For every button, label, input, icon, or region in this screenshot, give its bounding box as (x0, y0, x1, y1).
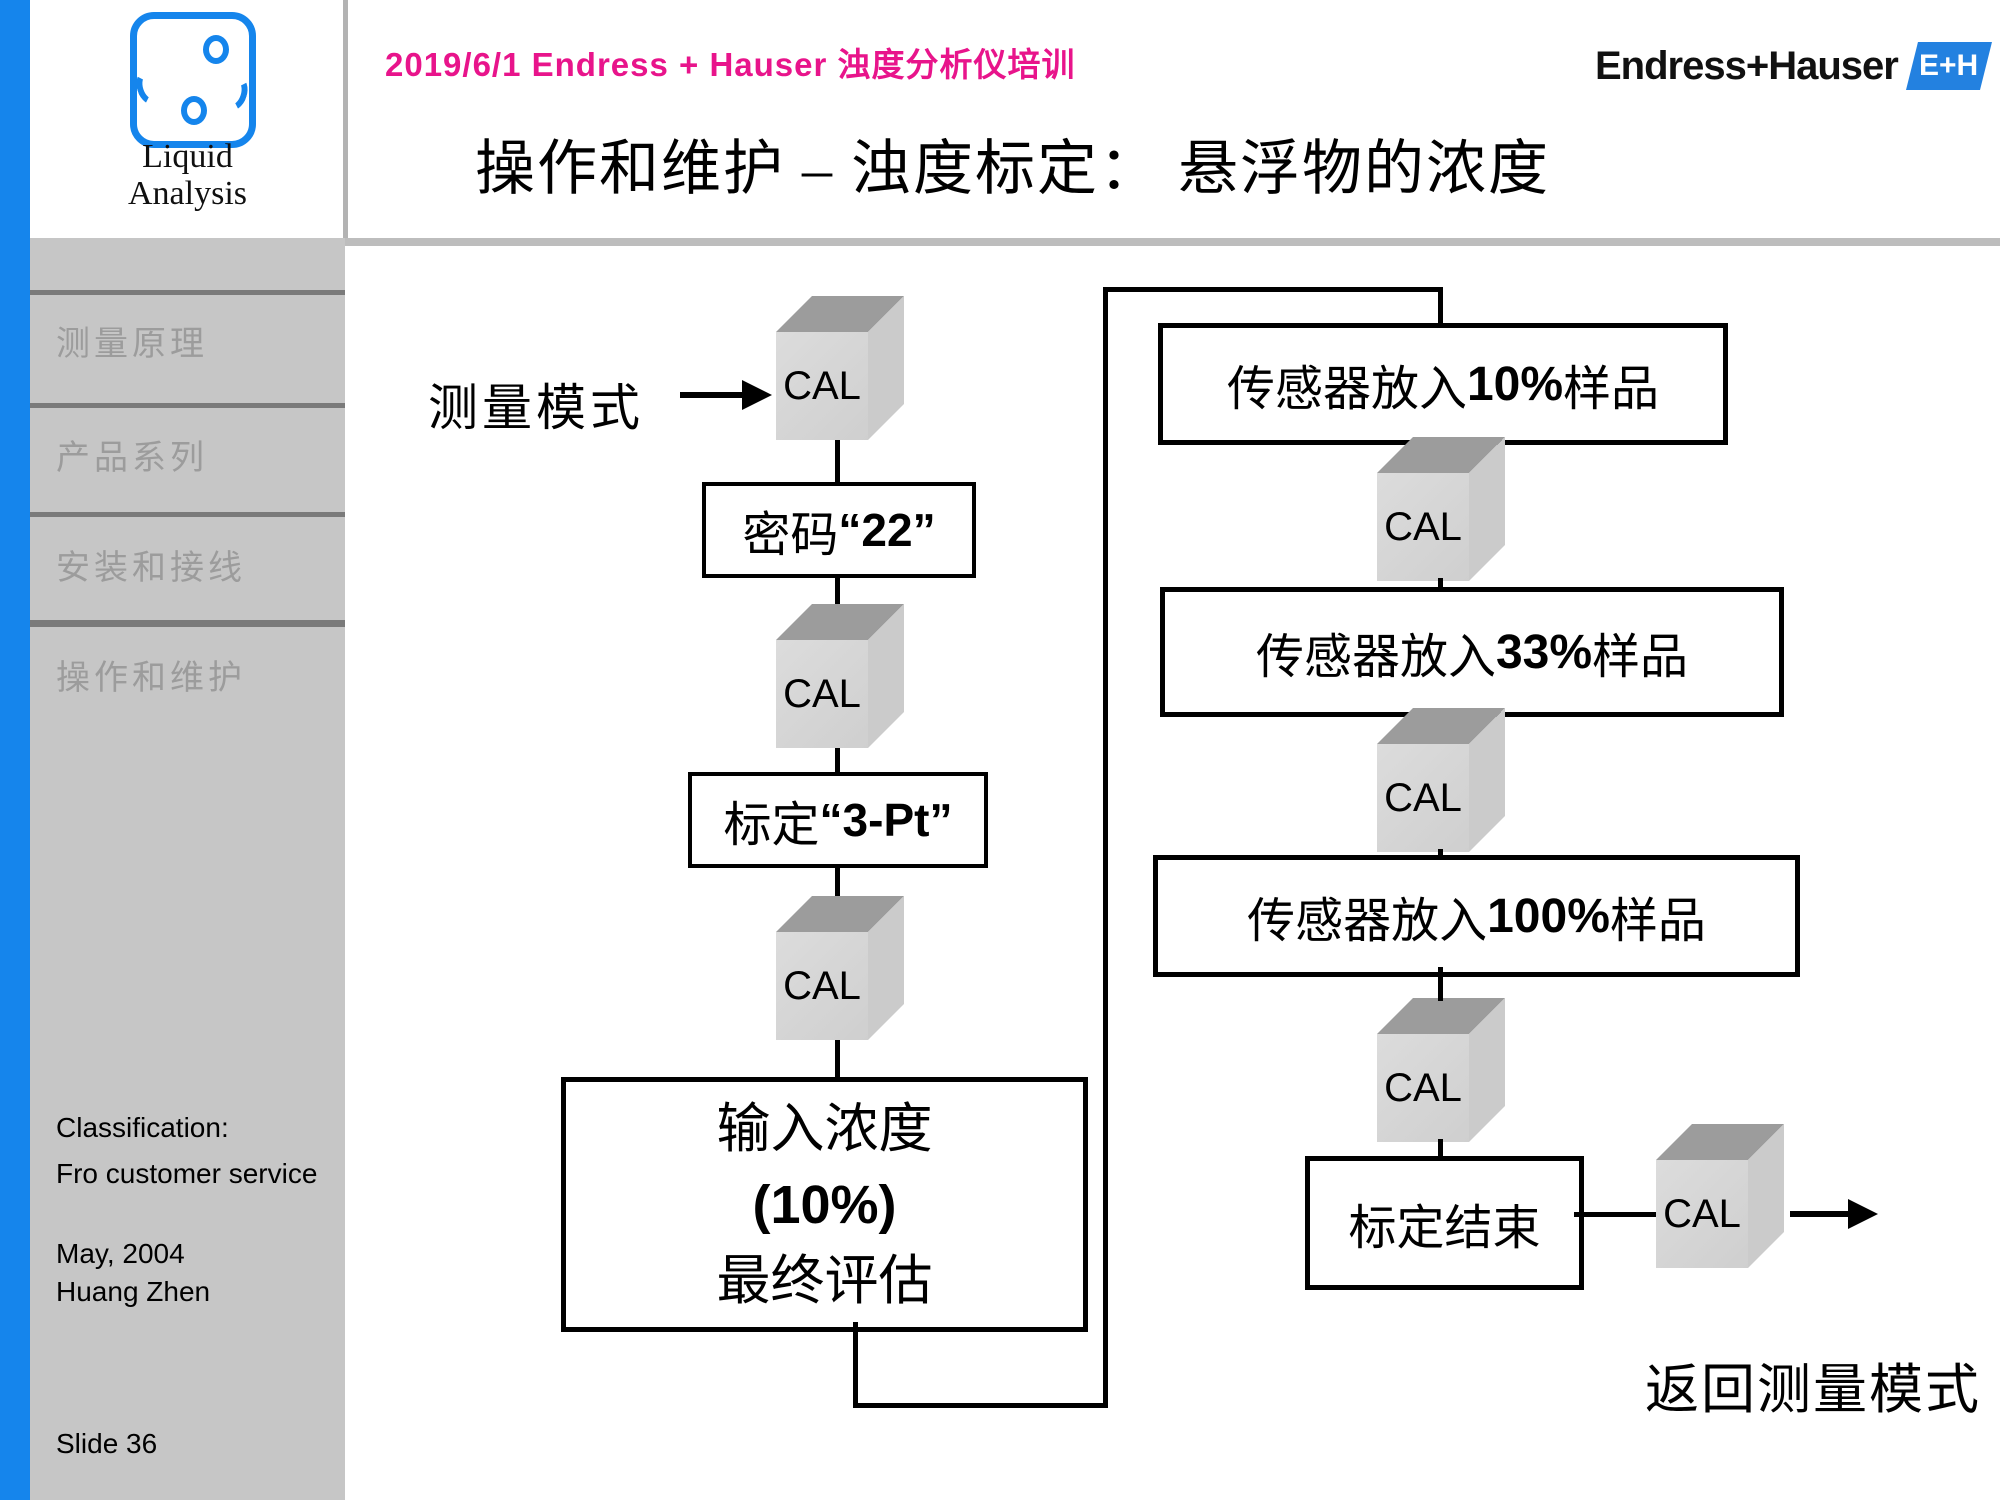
input-line2: (10%) (752, 1174, 897, 1235)
cal-key-label: CAL (776, 640, 868, 748)
logo-line2: Analysis (128, 175, 247, 212)
cal-key-label: CAL (776, 332, 868, 440)
connector (1438, 578, 1443, 590)
sidebar-item-operation-maintenance: 操作和维护 (56, 660, 246, 697)
cal-cube: CAL (776, 896, 904, 1040)
arrow-right-icon (1848, 1199, 1878, 1229)
sample-10-box: 传感器放入 10%样品 (1158, 323, 1728, 445)
sidebar-divider (30, 403, 345, 408)
page-title: 操作和维护 – 浊度标定： 悬浮物的浓度 (475, 136, 1550, 202)
cal-cube: CAL (776, 604, 904, 748)
arrow-line (1790, 1211, 1850, 1217)
cal-cube: CAL (1377, 708, 1505, 852)
header-divider (343, 238, 2000, 246)
return-measure-mode-label: 返回测量模式 (1645, 1360, 1981, 1420)
sidebar: 测量原理 产品系列 安装和接线 操作和维护 Classification: Fr… (30, 238, 345, 1500)
sidebar-divider (30, 620, 345, 627)
cal-cube: CAL (776, 296, 904, 440)
sample-100-box: 传感器放入 100%样品 (1153, 855, 1800, 977)
connector (1574, 1212, 1658, 1217)
liquid-analysis-logo-icon (130, 12, 256, 148)
loop-connector (853, 1322, 858, 1408)
slide-number: Slide 36 (56, 1428, 158, 1459)
sidebar-divider (30, 512, 345, 517)
vertical-divider (343, 0, 348, 239)
arrow-line (680, 392, 744, 398)
cal-key-label: CAL (1377, 473, 1469, 581)
sidebar-item-product-series: 产品系列 (56, 440, 208, 477)
loop-connector (1103, 287, 1443, 292)
input-line1: 输入浓度 (716, 1098, 933, 1159)
connector (835, 1040, 840, 1077)
logo-line1: Liquid (142, 138, 233, 175)
sidebar-item-measuring-principle: 测量原理 (56, 326, 208, 363)
cal-key-label: CAL (776, 932, 868, 1040)
connector (835, 440, 840, 482)
measure-mode-label: 测量模式 (428, 380, 644, 436)
logo-dot-icon (203, 35, 229, 64)
eh-badge-icon: E+H (1905, 42, 1992, 90)
classification-label: Classification: (56, 1112, 229, 1143)
liquid-analysis-wordmark: Liquid Analysis (60, 138, 315, 212)
slide-author: Huang Zhen (56, 1276, 211, 1307)
password-box: 密码 “22” (702, 482, 976, 578)
connector (1438, 1139, 1443, 1159)
connector (1438, 849, 1443, 858)
arrow-right-icon (742, 380, 772, 410)
cal-cube: CAL (1377, 437, 1505, 581)
connector (835, 748, 840, 772)
loop-connector (853, 1403, 1108, 1408)
loop-connector (1438, 287, 1443, 323)
cal-cube: CAL (1656, 1124, 1784, 1268)
endress-hauser-wordmark: Endress+Hauser (1595, 43, 1899, 88)
connector (835, 860, 840, 896)
logo-arc-icon (132, 65, 168, 109)
connector (1438, 967, 1443, 1001)
loop-connector (1103, 287, 1108, 1408)
sidebar-divider (30, 290, 345, 295)
header-date-line: 2019/6/1 Endress + Hauser 浊度分析仪培训 (385, 46, 1076, 83)
endress-hauser-logo: Endress+Hauser E+H (1595, 40, 1992, 92)
classification-value: Fro customer service (56, 1158, 318, 1189)
cal-key-label: CAL (1377, 1034, 1469, 1142)
sample-33-box: 传感器放入 33%样品 (1160, 587, 1784, 717)
logo-dot-icon (181, 96, 207, 125)
cal-key-label: CAL (1377, 744, 1469, 852)
cal-cube: CAL (1377, 998, 1505, 1142)
slide-date: May, 2004 (56, 1238, 185, 1269)
sidebar-item-installation-wiring: 安装和接线 (56, 550, 246, 587)
cal-key-label: CAL (1656, 1160, 1748, 1268)
left-accent-bar (0, 0, 30, 1500)
calibration-end-box: 标定结束 (1305, 1156, 1584, 1290)
input-line3: 最终评估 (716, 1250, 933, 1311)
logo-arc-icon (216, 71, 252, 115)
connector (835, 570, 840, 604)
input-concentration-box: 输入浓度 (10%) 最终评估 (561, 1077, 1088, 1332)
calibration-3pt-box: 标定“3-Pt” (688, 772, 988, 868)
